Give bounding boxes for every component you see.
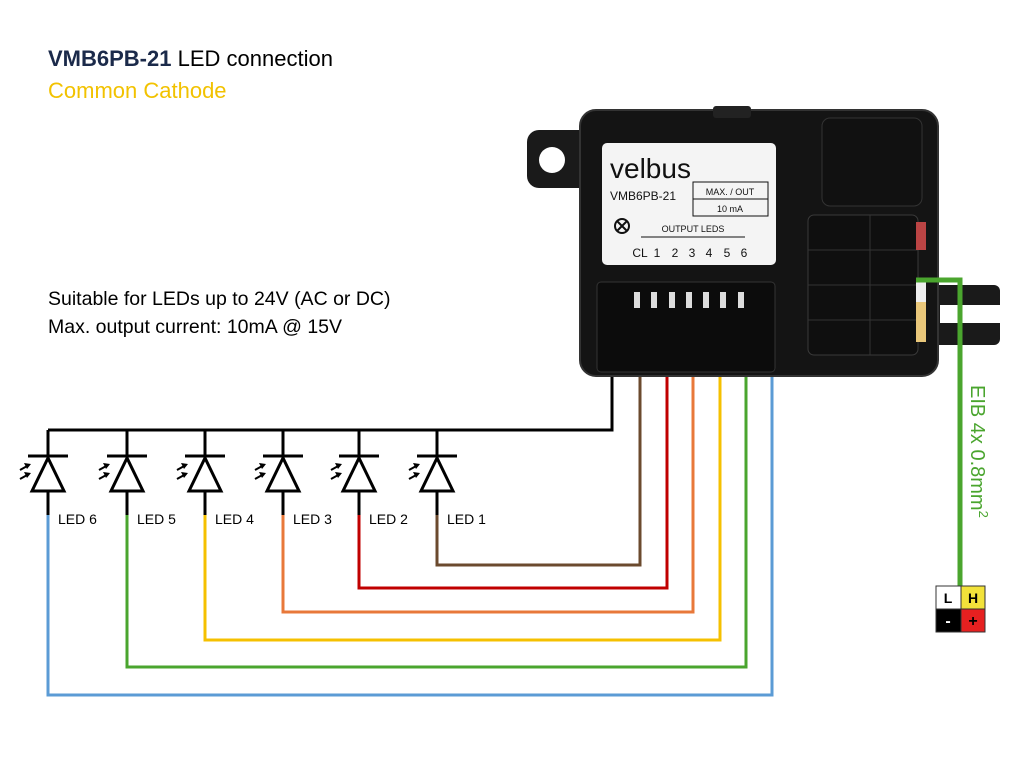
velbus-module: velbus VMB6PB-21 MAX. / OUT 10 mA OUTPUT… (527, 106, 1000, 377)
led-1: LED 1 (408, 430, 486, 527)
led-wire-5 (125, 372, 748, 669)
led-label: LED 2 (369, 511, 408, 527)
pin-label: 4 (706, 246, 713, 260)
pin-label: 1 (654, 246, 661, 260)
pin-label: 6 (741, 246, 748, 260)
svg-text:H: H (968, 590, 978, 606)
led-label: LED 3 (293, 511, 332, 527)
led-wire-6 (46, 372, 774, 697)
led-label: LED 1 (447, 511, 486, 527)
led-3: LED 3 (254, 430, 332, 527)
pin-label: CL (632, 246, 648, 260)
diode-icon (264, 454, 302, 493)
led-wire-2 (357, 372, 669, 590)
led-4: LED 4 (176, 430, 254, 527)
page-title: VMB6PB-21 LED connection (48, 46, 333, 71)
led-label: LED 5 (137, 511, 176, 527)
led-2: LED 2 (330, 430, 408, 527)
pin-label: 5 (724, 246, 731, 260)
led-label: LED 4 (215, 511, 254, 527)
diode-icon (108, 454, 146, 493)
spec-current: Max. output current: 10mA @ 15V (48, 316, 343, 338)
diode-icon (340, 454, 378, 493)
svg-text:L: L (944, 590, 953, 606)
spec-voltage: Suitable for LEDs up to 24V (AC or DC) (48, 288, 391, 310)
bus-cable-label: EIB 4x 0.8mm2 (966, 385, 991, 518)
led-label: LED 6 (58, 511, 97, 527)
lamp-icon (614, 218, 630, 234)
led-wires (46, 372, 774, 697)
pin-label: 2 (672, 246, 679, 260)
led-wire-4 (203, 372, 722, 642)
led-output-connector (596, 281, 776, 373)
model-text: VMB6PB-21 (610, 189, 676, 203)
mount-hole (539, 147, 565, 173)
led-6: LED 6 (19, 430, 97, 527)
brand-text: velbus (610, 153, 691, 184)
led-symbols: LED 1 LED 2 LED 3 LED 4 LED 5 LED 6 (19, 430, 486, 527)
specs-note: Suitable for LEDs up to 24V (AC or DC) M… (48, 285, 390, 341)
pin-label: 3 (689, 246, 696, 260)
bus-terminal-legend: L H - + (935, 585, 986, 633)
svg-text:10 mA: 10 mA (717, 204, 743, 214)
led-wire-3 (281, 372, 695, 614)
diode-icon (186, 454, 224, 493)
svg-text:OUTPUT LEDS: OUTPUT LEDS (662, 224, 725, 234)
common-cathode-wire (48, 372, 614, 432)
svg-text:-: - (945, 613, 950, 630)
device-label (602, 143, 776, 265)
diode-icon (29, 454, 67, 493)
eib-bus-cable (916, 277, 963, 586)
led-5: LED 5 (98, 430, 176, 527)
svg-text:+: + (968, 613, 977, 630)
page-subtitle: Common Cathode (48, 78, 227, 103)
svg-text:MAX. / OUT: MAX. / OUT (706, 187, 755, 197)
led-wire-1 (435, 372, 642, 567)
diode-icon (418, 454, 456, 493)
